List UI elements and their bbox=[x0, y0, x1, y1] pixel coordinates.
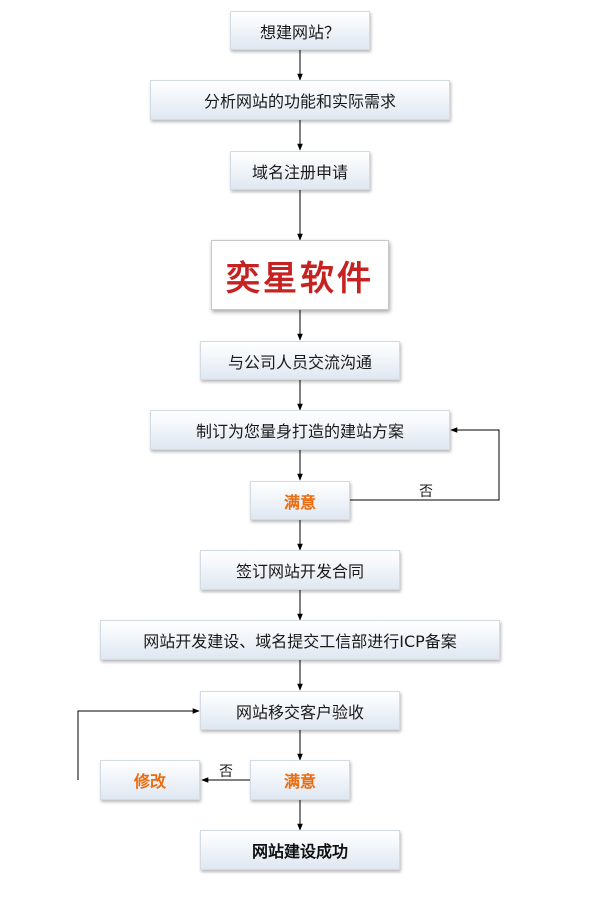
step-want-website: 想建网站？ bbox=[230, 11, 370, 50]
step-analyze-requirements: 分析网站的功能和实际需求 bbox=[150, 80, 450, 120]
step-domain-registration: 域名注册申请 bbox=[230, 151, 370, 190]
step-handover-acceptance: 网站移交客户验收 bbox=[200, 691, 400, 730]
company-logo-text: 奕星软件 bbox=[226, 258, 374, 299]
feedback-loop-1 bbox=[350, 427, 500, 501]
decision-satisfied-2: 满意 bbox=[250, 760, 350, 800]
step-website-success: 网站建设成功 bbox=[200, 830, 400, 870]
step-sign-contract: 签订网站开发合同 bbox=[200, 550, 400, 590]
decision-satisfied-1: 满意 bbox=[250, 481, 350, 520]
step-development-icp: 网站开发建设、域名提交工信部进行ICP备案 bbox=[100, 620, 500, 660]
label-no-2: 否 bbox=[219, 764, 233, 780]
feedback-loop-2 bbox=[77, 708, 200, 780]
step-communicate: 与公司人员交流沟通 bbox=[200, 341, 400, 380]
company-logo: 奕星软件 bbox=[211, 240, 389, 310]
step-revise: 修改 bbox=[100, 760, 200, 800]
step-custom-plan: 制订为您量身打造的建站方案 bbox=[150, 410, 450, 450]
label-no-1: 否 bbox=[419, 484, 433, 500]
